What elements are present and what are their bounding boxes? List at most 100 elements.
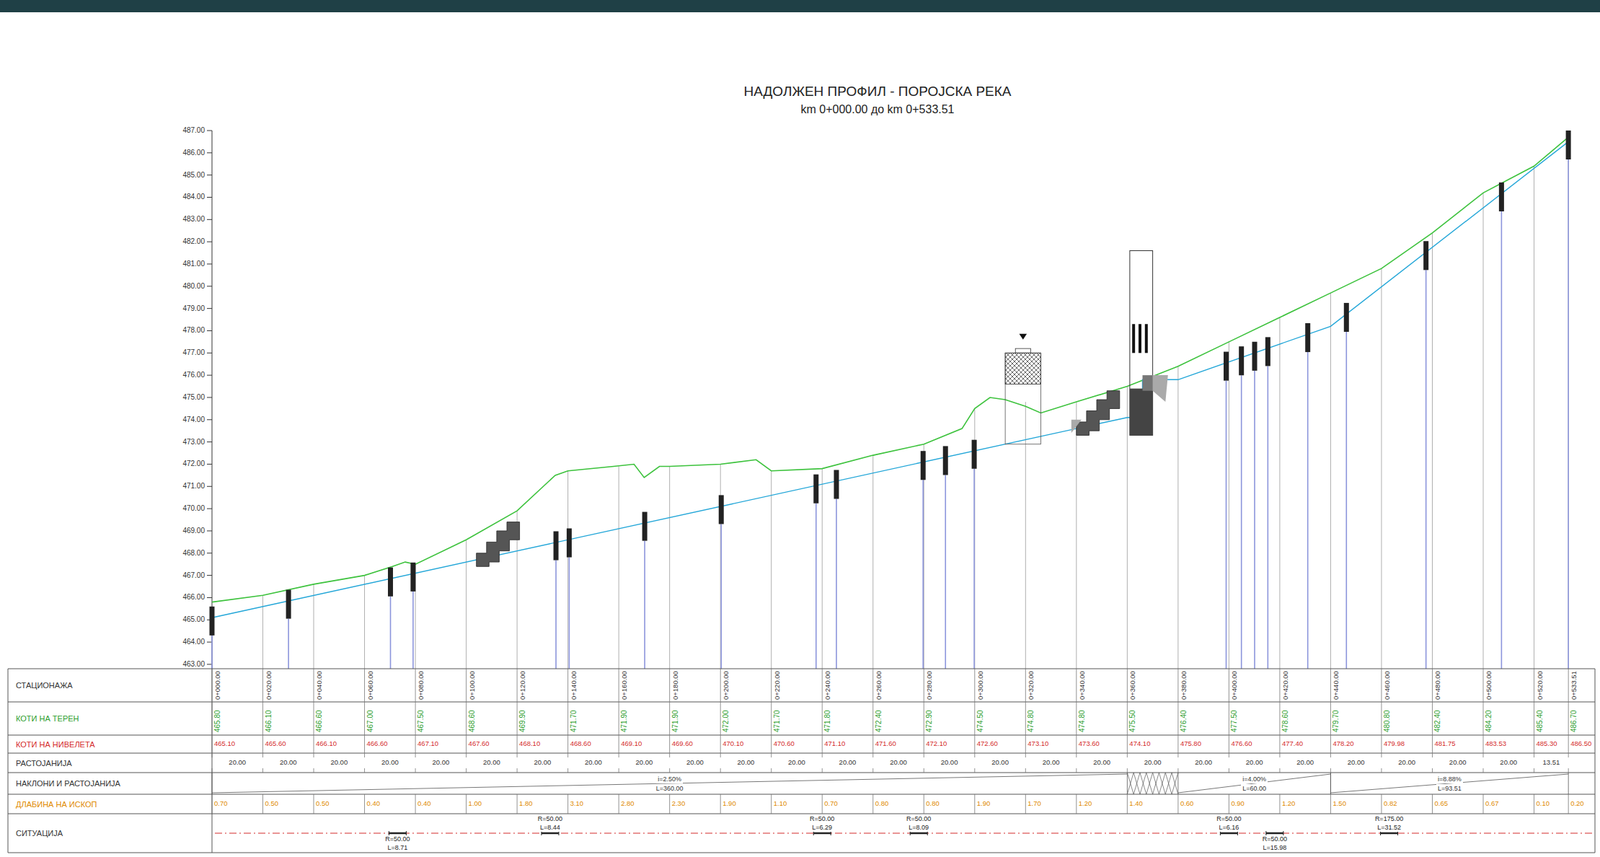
table-station-line (770, 793, 772, 814)
slope-hatch (1146, 772, 1153, 794)
structure-axis-line (922, 479, 924, 669)
stabilization-sill (642, 511, 648, 541)
curve-mark (813, 832, 831, 835)
distance-value: 20.00 (686, 757, 704, 767)
niveleta-elevation: 483.53 (1485, 739, 1507, 748)
table-station-line (313, 734, 315, 753)
terrain-elevation: 465.80 (213, 709, 223, 732)
excavation-depth: 0.40 (417, 798, 432, 808)
table-station-line (313, 701, 315, 735)
wall-riprap (1152, 374, 1169, 402)
table-row-header: РАСТОЈАНИЈА (15, 757, 73, 768)
terrain-elevation: 467.00 (366, 709, 375, 732)
terrain-elevation: 474.50 (976, 709, 985, 732)
table-station-line (1533, 668, 1535, 702)
distance-tick (1533, 752, 1535, 758)
station-value: 0+240.00 (823, 670, 833, 700)
table-station-line (516, 793, 518, 814)
distance-value: 20.00 (1093, 757, 1111, 767)
axis-tick (206, 196, 212, 198)
distance-tick (872, 767, 874, 773)
structure-axis-line (412, 591, 414, 669)
distance-tick (1568, 767, 1569, 773)
distance-tick (720, 767, 722, 773)
structure-axis-line (1240, 374, 1243, 669)
table-station-line (262, 793, 264, 814)
niveleta-elevation: 469.10 (620, 739, 642, 748)
station-grid-line (821, 468, 823, 669)
table-station-line (364, 734, 365, 753)
table-station-line (465, 734, 467, 753)
terrain-elevation: 482.40 (1433, 709, 1443, 732)
table-row-line (7, 752, 1595, 754)
elevation-value: 466.00 (160, 591, 205, 603)
distance-tick (872, 752, 874, 758)
slope-line (1178, 773, 1332, 793)
terrain-elevation: 476.40 (1179, 709, 1189, 732)
table-station-line (618, 668, 620, 702)
slope-boundary (1330, 772, 1332, 794)
axis-tick (206, 263, 212, 264)
distance-tick (770, 767, 772, 773)
terrain-elevation: 485.40 (1535, 709, 1545, 732)
terrain-elevation: 472.90 (925, 709, 934, 732)
curve-mark (1266, 832, 1284, 835)
table-row-line (7, 793, 1595, 795)
excavation-depth: 0.60 (1180, 798, 1195, 808)
table-station-line (669, 701, 670, 735)
axis-tick (206, 508, 212, 510)
axis-tick (206, 330, 212, 331)
distance-tick (1279, 752, 1280, 758)
elevation-value: 464.00 (160, 636, 205, 647)
distance-tick (770, 752, 772, 758)
terrain-elevation: 469.90 (518, 709, 528, 732)
table-station-line (567, 734, 569, 753)
table-station-line (465, 793, 467, 814)
excavation-depth: 1.10 (773, 798, 788, 808)
station-grid-line (1279, 317, 1280, 669)
niveleta-elevation: 471.10 (824, 739, 846, 748)
table-station-line (465, 668, 467, 702)
table-station-line (974, 668, 975, 702)
table-row-line (7, 734, 1595, 736)
excavation-depth: 1.50 (1332, 798, 1347, 808)
slope-hatch (1126, 772, 1134, 794)
structure-axis-line (555, 560, 557, 669)
axis-tick (206, 374, 212, 376)
table-row-line (7, 772, 1595, 773)
slope-label: L=60.00 (1240, 783, 1268, 793)
table-station-line (1431, 734, 1433, 753)
table-row-header: НАКЛОНИ И РАСТОЈАНИЈА (15, 778, 121, 789)
table-station-line (1228, 734, 1230, 753)
slope-label: i=8.88% (1436, 774, 1464, 784)
elevation-value: 477.00 (160, 347, 205, 358)
distance-tick (262, 767, 264, 773)
distance-tick (211, 752, 213, 758)
niveleta-elevation: 471.60 (875, 739, 897, 748)
stabilization-sill (1265, 336, 1271, 366)
wall-bar (1132, 323, 1135, 353)
elevation-value: 473.00 (160, 436, 205, 448)
distance-value: 20.00 (1245, 757, 1264, 767)
station-grid-line (1568, 136, 1569, 669)
chainage-range: km 0+000.00 до km 0+533.51 (625, 103, 1130, 117)
axis-tick (206, 441, 212, 443)
table-station-line (720, 793, 722, 814)
excavation-depth: 1.40 (1129, 798, 1143, 808)
cascade-steps (476, 522, 520, 567)
distance-value: 20.00 (1194, 757, 1213, 767)
axis-tick (206, 219, 212, 220)
niveleta-elevation: 470.10 (722, 739, 744, 748)
terrain-elevation: 479.70 (1331, 709, 1341, 732)
structure-axis-line (973, 468, 975, 669)
curve-label: R=175.00 (1374, 814, 1404, 823)
niveleta-elevation: 479.98 (1383, 739, 1405, 748)
elevation-value: 483.00 (160, 214, 205, 225)
structure-axis-line (815, 503, 817, 669)
terrain-elevation: 486.70 (1569, 709, 1579, 732)
table-station-line (211, 668, 213, 702)
niveleta-elevation: 476.60 (1230, 739, 1252, 748)
terrain-elevation: 472.40 (874, 709, 884, 732)
station-value: 0+180.00 (671, 670, 680, 700)
distance-value: 20.00 (839, 757, 857, 767)
